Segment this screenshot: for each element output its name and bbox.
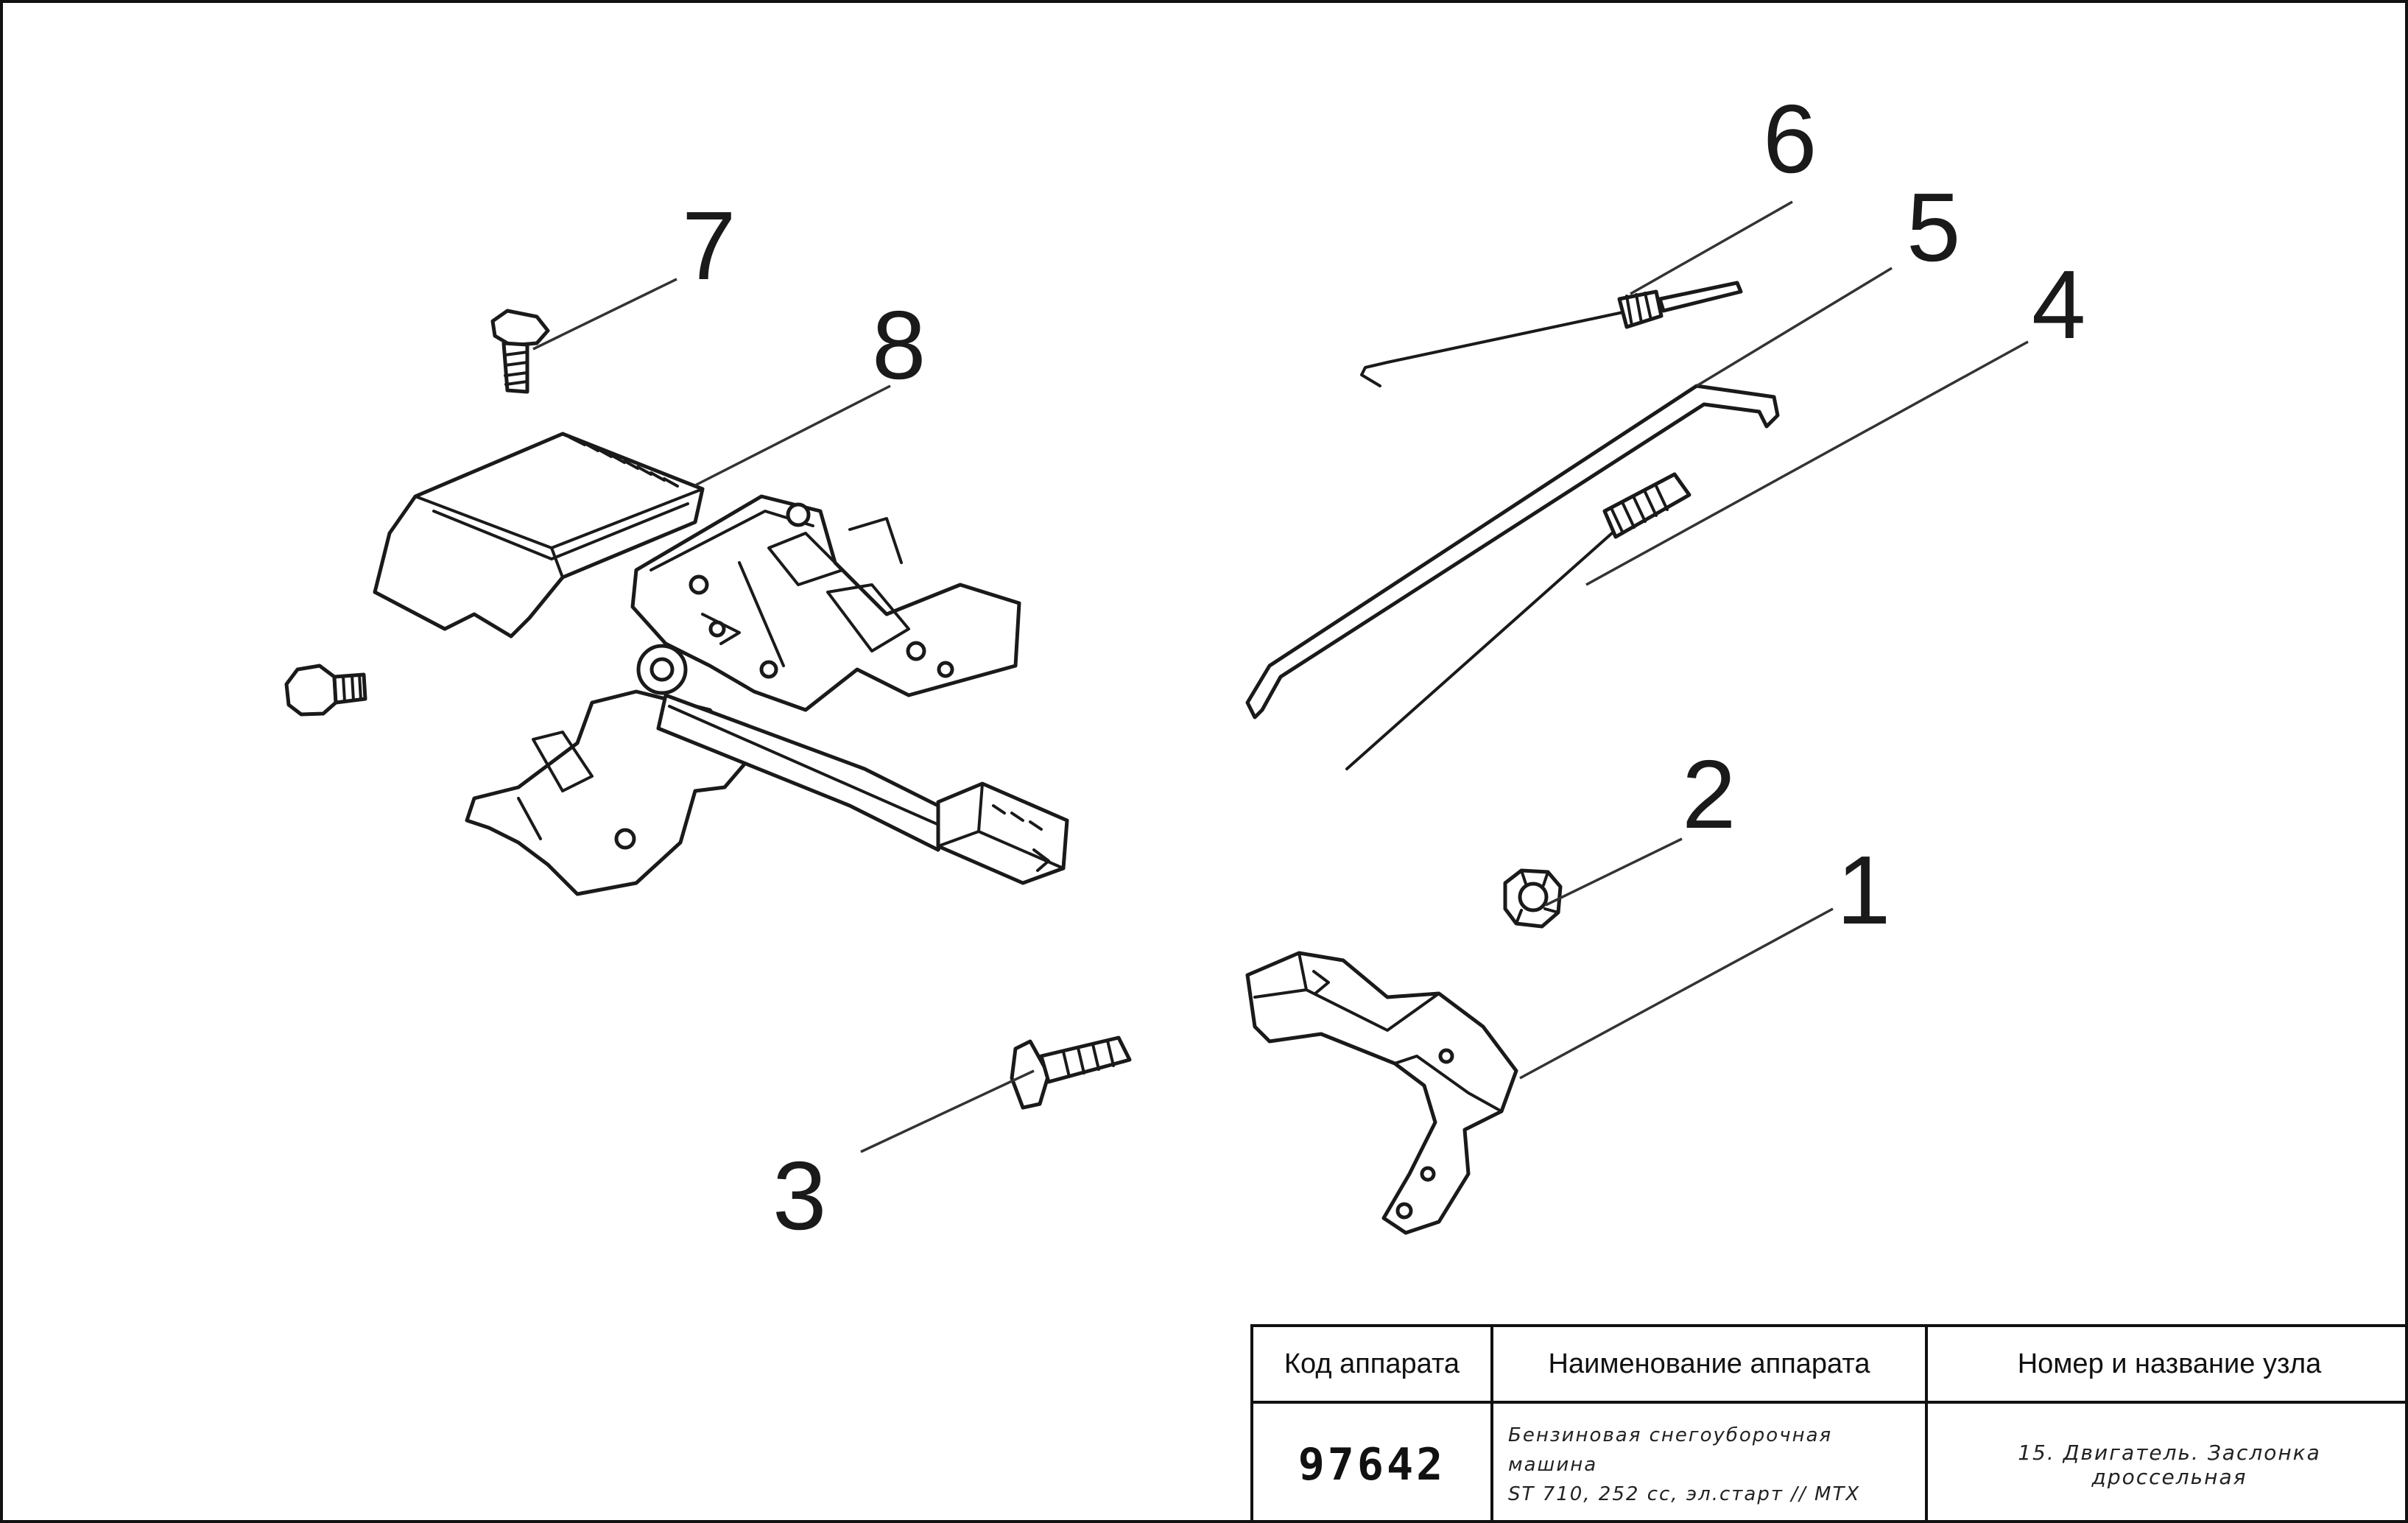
leader-4 [1585,340,2029,586]
callout-3: 3 [772,1142,826,1250]
part-8-throttle-bracket-assembly [373,432,1069,896]
part-5-bent-rod [1245,384,1780,720]
device-name-value: Бензиновая снегоуборочная машина ST 710,… [1493,1404,1928,1520]
leader-2 [1545,837,1683,907]
unit-number-name-value: 15. Двигатель. Заслонка дроссельная [2018,1441,2321,1489]
leader-3 [860,1069,1035,1153]
loose-flange-bolt [284,664,367,717]
leader-lines [532,200,2029,1153]
device-name-line2: ST 710, 252 cc, эл.старт // MTX [1508,1483,1861,1505]
header-device-code: Код аппарата [1253,1327,1493,1404]
header-unit-number-name: Номер и название узла [1928,1327,2405,1404]
leader-5 [1696,267,1893,387]
callout-8: 8 [872,291,926,399]
part-3-screw [1010,1035,1132,1110]
device-name-line1: Бензиновая снегоуборочная машина [1508,1424,1833,1476]
part-2-hex-nut [1503,868,1563,929]
part-4-link-rod-with-spring [1345,472,1691,770]
parts-drawing: 1 2 3 4 5 6 7 8 [284,85,2085,1250]
callout-1: 1 [1837,836,1890,944]
leader-7 [532,278,677,351]
leader-6 [1630,200,1793,295]
part-7-flange-bolt [490,309,550,394]
leader-1 [1519,907,1834,1080]
part-6-rod-with-spring [1360,281,1743,387]
callout-2: 2 [1682,740,1736,848]
callout-numbers: 1 2 3 4 5 6 7 8 [682,85,2085,1250]
header-device-name: Наименование аппарата [1493,1327,1928,1404]
part-1-bent-bracket [1245,951,1518,1235]
callout-6: 6 [1763,85,1817,193]
leader-8 [694,384,891,487]
callout-7: 7 [682,191,736,300]
device-code-value: 97642 [1253,1404,1493,1520]
title-block-table: Код аппарата Наименование аппарата Номер… [1250,1324,2405,1520]
callout-4: 4 [2032,250,2085,359]
callout-5: 5 [1907,173,1960,281]
